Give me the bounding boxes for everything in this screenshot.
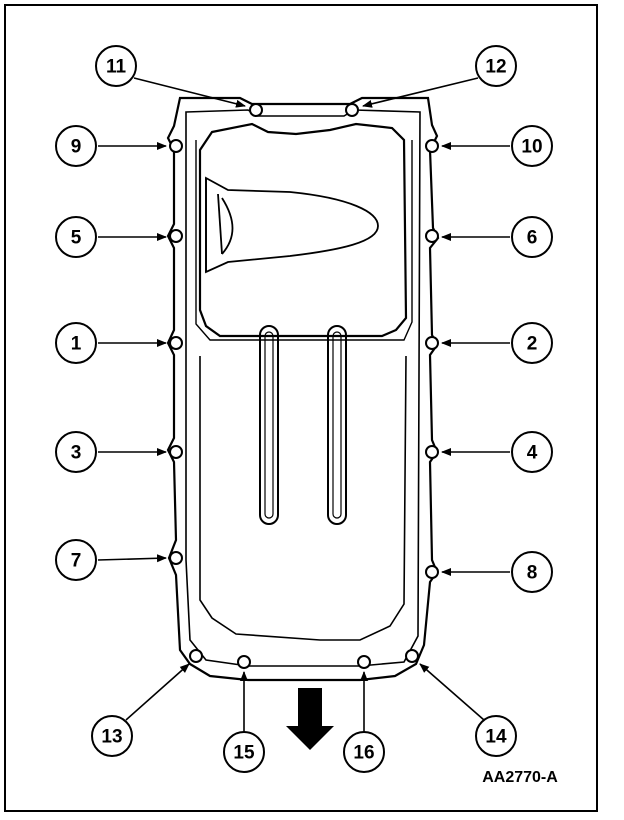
bolt-2 (425, 336, 439, 350)
callout-label-1: 1 (71, 334, 82, 355)
callout-circle-1 (55, 322, 97, 364)
callout-label-11: 11 (106, 57, 127, 78)
callout-label-10: 10 (521, 137, 542, 158)
pan-reinforcement-ribs (259, 325, 347, 525)
bolt-6 (425, 229, 439, 243)
callout-circle-2 (511, 322, 553, 364)
callout-circle-5 (55, 216, 97, 258)
bolt-9 (169, 139, 183, 153)
callout-circle-8 (511, 551, 553, 593)
bolt-14 (405, 649, 419, 663)
bolt-13 (189, 649, 203, 663)
callout-label-16: 16 (353, 743, 374, 764)
callout-leaders (97, 77, 510, 734)
callout-label-4: 4 (527, 443, 538, 464)
oil-pickup-screen (205, 176, 379, 274)
callout-circle-7 (55, 539, 97, 581)
figure-reference-code: AA2770-A (482, 769, 558, 786)
callout-circle-15 (223, 731, 265, 773)
front-direction-arrow-icon (286, 688, 334, 750)
callout-circle-10 (511, 125, 553, 167)
bolt-3 (169, 445, 183, 459)
bolt-8 (425, 565, 439, 579)
oil-pan-flange (166, 96, 440, 682)
bolt-4 (425, 445, 439, 459)
bolt-15 (237, 655, 251, 669)
callout-circles (55, 45, 553, 773)
callout-label-15: 15 (233, 743, 255, 764)
callout-labels: 1 2 3 4 5 6 7 8 9 10 11 12 13 14 15 16 (71, 57, 543, 764)
bolt-16 (357, 655, 371, 669)
callout-label-3: 3 (71, 443, 82, 464)
bolt-10 (425, 139, 439, 153)
callout-circle-12 (475, 45, 517, 87)
callout-circle-4 (511, 431, 553, 473)
callout-circle-13 (91, 715, 133, 757)
bolt-1 (169, 336, 183, 350)
bolt-5 (169, 229, 183, 243)
callout-circle-9 (55, 125, 97, 167)
callout-label-13: 13 (101, 727, 122, 748)
callout-label-12: 12 (485, 57, 506, 78)
callout-label-14: 14 (485, 727, 507, 748)
callout-label-2: 2 (527, 334, 538, 355)
oil-pan-sump (195, 122, 413, 641)
callout-label-6: 6 (527, 228, 538, 249)
callout-label-7: 7 (71, 551, 82, 572)
bolt-7 (169, 551, 183, 565)
callout-circle-3 (55, 431, 97, 473)
bolt-12 (345, 103, 359, 117)
callout-circle-11 (95, 45, 137, 87)
callout-circle-6 (511, 216, 553, 258)
callout-label-9: 9 (71, 137, 82, 158)
figure-border (4, 4, 598, 812)
callout-label-8: 8 (527, 563, 538, 584)
callout-circle-14 (475, 715, 517, 757)
callout-circle-16 (343, 731, 385, 773)
bolt-heads (169, 103, 439, 669)
bolt-11 (249, 103, 263, 117)
callout-label-5: 5 (71, 228, 82, 249)
